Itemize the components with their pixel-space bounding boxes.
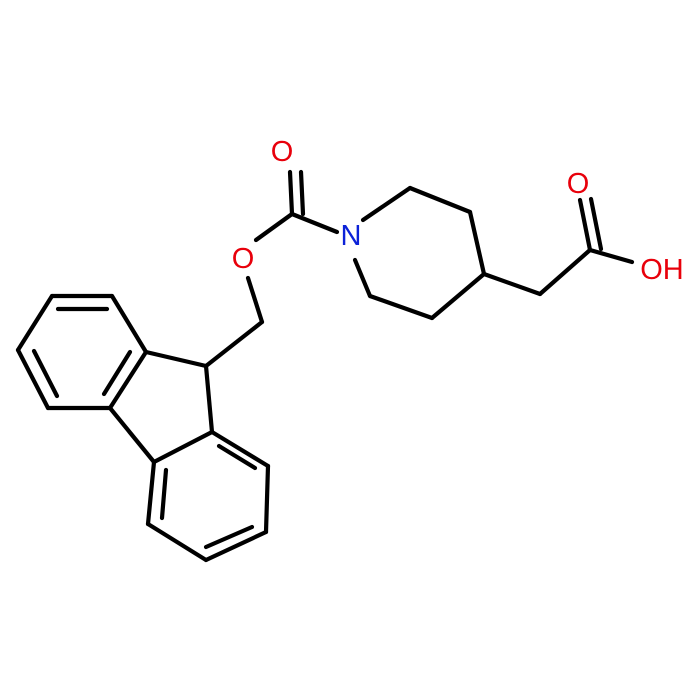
carbamate-group: [253, 169, 340, 243]
linker-group: [203, 275, 265, 369]
carbonyl-oxygen-label: O: [271, 136, 294, 168]
acid-hydroxyl-label: OH: [640, 254, 684, 286]
piperidine-ring: [352, 185, 487, 321]
fluorene-group: [15, 293, 271, 563]
fluorene-five-ring: [107, 349, 215, 465]
fluorene-right-ring: [145, 429, 271, 563]
ester-oxygen-label: O: [232, 243, 255, 275]
piperidine-nitrogen-label: N: [341, 220, 362, 252]
acid-carbonyl-oxygen-label: O: [567, 168, 590, 200]
fluorene-left-ring: [15, 293, 149, 411]
acetic-acid-group: [481, 196, 635, 297]
